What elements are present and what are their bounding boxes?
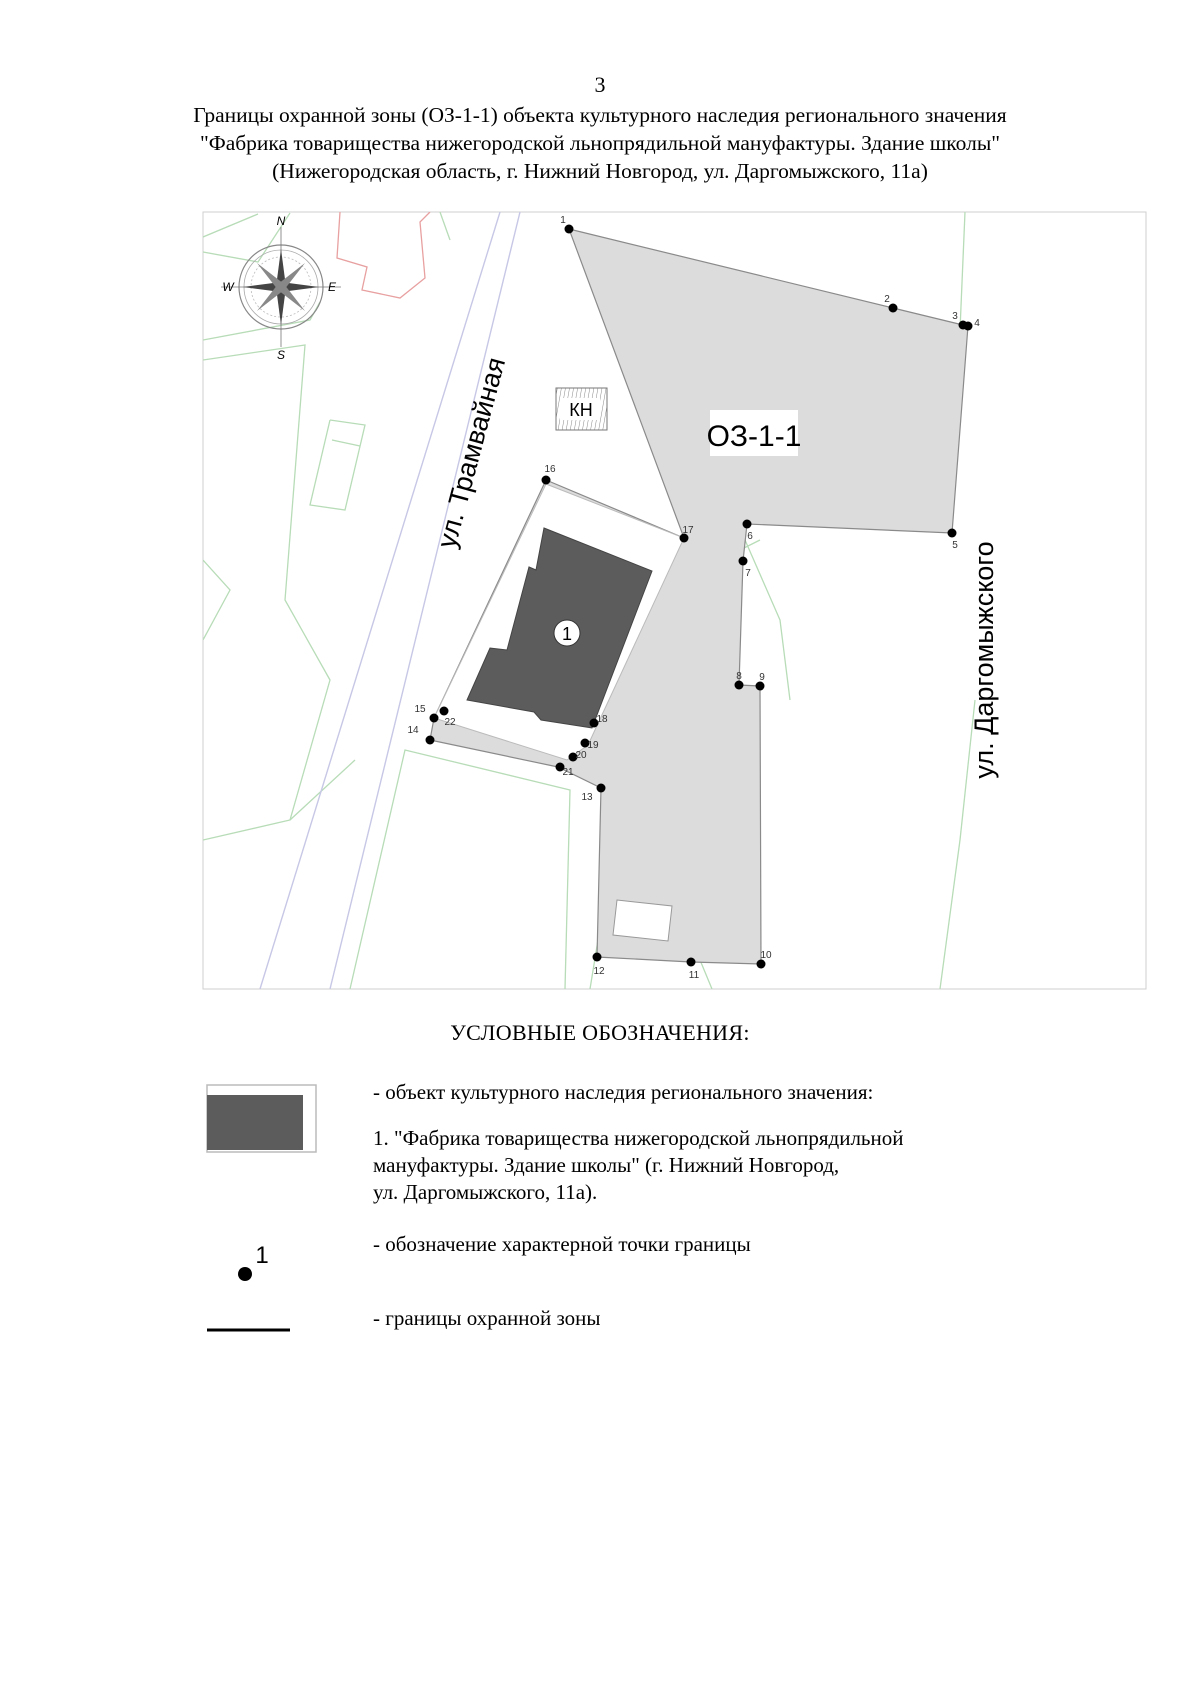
- boundary-point-label-16: 16: [544, 464, 556, 475]
- boundary-point-14: [425, 735, 435, 745]
- boundary-point-13: [596, 783, 606, 793]
- legend-detail-line-3: ул. Даргомыжского, 11а).: [373, 1180, 598, 1204]
- boundary-point-label-20: 20: [575, 750, 587, 761]
- zone-label: ОЗ-1-1: [707, 420, 802, 453]
- boundary-point-label-17: 17: [682, 525, 694, 536]
- compass-north: N: [277, 214, 286, 228]
- boundary-point-11: [686, 957, 696, 967]
- document-title: Границы охранной зоны (ОЗ-1-1) объекта к…: [0, 101, 1200, 185]
- boundary-point-1: [564, 224, 574, 234]
- boundary-point-label-15: 15: [414, 704, 426, 715]
- boundary-point-9: [755, 681, 765, 691]
- boundary-point-label-11: 11: [689, 970, 700, 981]
- boundary-point-22: [439, 706, 449, 716]
- legend-item-boundary-point: - обозначение характерной точки границы: [373, 1232, 751, 1256]
- title-line-3: (Нижегородская область, г. Нижний Новгор…: [272, 159, 928, 183]
- boundary-point-17: [679, 533, 689, 543]
- boundary-point-label-8: 8: [736, 671, 742, 682]
- heritage-object-number: 1: [562, 624, 572, 644]
- boundary-point-19: [580, 738, 590, 748]
- boundary-point-label-3: 3: [952, 311, 958, 322]
- boundary-point-label-14: 14: [407, 725, 419, 736]
- boundary-point-label-19: 19: [587, 740, 599, 751]
- boundary-point-label-12: 12: [593, 966, 605, 977]
- red-lines: [336, 212, 431, 299]
- kn-label-bg: [560, 398, 600, 420]
- boundary-point-18: [589, 718, 599, 728]
- boundary-point-label-7: 7: [745, 568, 751, 579]
- boundary-point-label-1: 1: [560, 215, 566, 226]
- legend-point-number: 1: [255, 1242, 268, 1269]
- compass-rose-icon: N S E W: [221, 214, 341, 362]
- legend-detail-line-2: мануфактуры. Здание школы" (г. Нижний Но…: [373, 1153, 840, 1177]
- boundary-point-15: [429, 713, 439, 723]
- compass-east: E: [328, 280, 337, 294]
- legend-detail-line-1: 1. "Фабрика товарищества нижегородской л…: [373, 1126, 904, 1150]
- boundary-point-5: [947, 528, 957, 538]
- boundary-point-label-5: 5: [952, 540, 958, 551]
- legend-item-boundary-line: - границы охранной зоны: [373, 1306, 601, 1330]
- title-line-2: "Фабрика товарищества нижегородской льно…: [199, 131, 1001, 155]
- zone-label-bg: [710, 410, 798, 456]
- boundary-point-label-2: 2: [884, 294, 890, 305]
- boundary-point-2: [888, 303, 898, 313]
- boundary-point-8: [734, 680, 744, 690]
- legend-item-heritage-object: - объект культурного наследия региональн…: [373, 1080, 874, 1104]
- street-lines: [259, 212, 521, 989]
- legend-symbol-heritage-object: [206, 1084, 317, 1153]
- compass-south: S: [277, 348, 285, 362]
- page-number: 3: [594, 72, 606, 97]
- compass-west: W: [222, 280, 235, 294]
- boundary-point-12: [592, 952, 602, 962]
- legend-symbol-boundary-point: 1: [238, 1242, 269, 1281]
- boundary-point-label-18: 18: [596, 714, 608, 725]
- boundary-point-label-22: 22: [444, 717, 456, 728]
- heritage-object-marker: [553, 619, 581, 647]
- boundary-point-label-9: 9: [759, 672, 765, 683]
- kn-label: КН: [569, 400, 592, 420]
- boundary-point-16: [541, 475, 551, 485]
- small-structure: [612, 899, 673, 942]
- boundary-point-label-10: 10: [760, 950, 772, 961]
- title-line-1: Границы охранной зоны (ОЗ-1-1) объекта к…: [193, 103, 1007, 127]
- boundary-point-6: [742, 519, 752, 529]
- boundary-point-label-13: 13: [581, 792, 593, 803]
- legend-heading: УСЛОВНЫЕ ОБОЗНАЧЕНИЯ:: [450, 1020, 750, 1045]
- boundary-point-10: [756, 959, 766, 969]
- boundary-point-label-21: 21: [562, 767, 574, 778]
- boundary-point-7: [738, 556, 748, 566]
- boundary-point-21: [555, 762, 565, 772]
- legend-heritage-object-detail: 1. "Фабрика товарищества нижегородской л…: [373, 1125, 903, 1206]
- boundary-point-label-6: 6: [747, 531, 753, 542]
- boundary-point-20: [568, 752, 578, 762]
- boundary-point-4: [963, 321, 973, 331]
- boundary-point-label-4: 4: [974, 318, 980, 329]
- street-label-dargomyzhskogo: ул. Даргомыжского: [969, 541, 999, 778]
